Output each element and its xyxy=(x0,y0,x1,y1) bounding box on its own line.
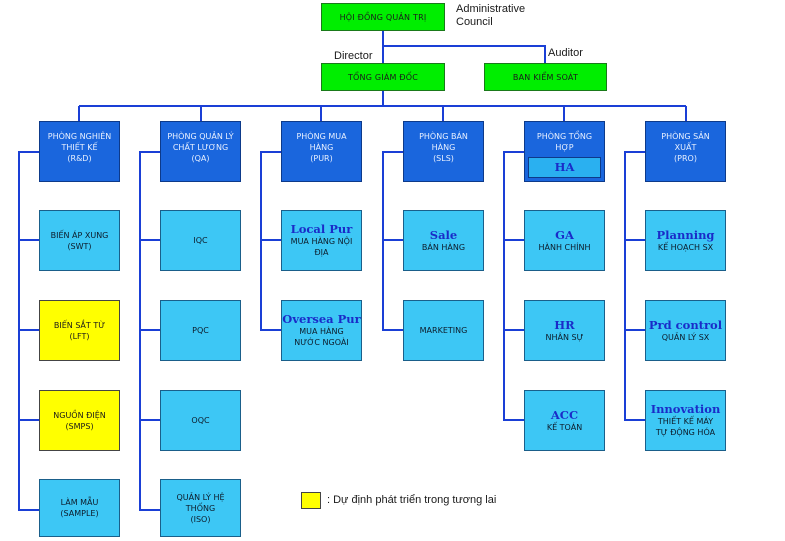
audit-board-label: BAN KIỂM SOÁT xyxy=(512,72,579,82)
local-pur-en: Local Pur xyxy=(290,222,353,236)
oversea-pur-en: Oversea Pur xyxy=(282,312,361,326)
ceo-box: TỔNG GIÁM ĐỐC xyxy=(321,63,445,91)
council-english-label: Administrative Council xyxy=(456,3,526,28)
council-box: HỘI ĐỒNG QUẢN TRỊ xyxy=(321,3,445,31)
planning-en: Planning xyxy=(656,227,715,242)
unit-marketing: MARKETING xyxy=(403,300,484,361)
unit-ga: GA HÀNH CHÍNH xyxy=(524,210,605,271)
council-label: HỘI ĐỒNG QUẢN TRỊ xyxy=(339,12,427,22)
dept-sls: PHÒNG BÁN HÀNG (SLS) xyxy=(403,121,484,182)
ga-en: GA xyxy=(555,227,574,242)
unit-prd-control: Prd control QUẢN LÝ SX xyxy=(645,300,726,361)
unit-local-pur: Local Pur MUA HÀNG NỘI ĐỊA xyxy=(281,210,362,271)
legend-text: : Dự định phát triển trong tương lai xyxy=(327,494,497,506)
unit-planning: Planning KẾ HOẠCH SX xyxy=(645,210,726,271)
audit-board-box: BAN KIỂM SOÁT xyxy=(484,63,607,91)
ceo-label: TỔNG GIÁM ĐỐC xyxy=(347,72,419,82)
unit-sale: Sale BÁN HÀNG xyxy=(403,210,484,271)
ha-tag: HA xyxy=(528,157,601,178)
dept-pur: PHÒNG MUA HÀNG (PUR) xyxy=(281,121,362,182)
dept-ha: PHÒNG TỔNG HỢP HA xyxy=(524,121,605,182)
auditor-label: Auditor xyxy=(548,47,583,59)
unit-lft: BIẾN SẮT TỪ (LFT) xyxy=(39,300,120,361)
unit-pqc: PQC xyxy=(160,300,241,361)
unit-hr: HR NHÂN SỰ xyxy=(524,300,605,361)
dept-qa: PHÒNG QUẢN LÝ CHẤT LƯƠNG (QA) xyxy=(160,121,241,182)
acc-en: ACC xyxy=(550,407,579,422)
dept-rnd: PHÒNG NGHIÊN THIẾT KẾ (R&D) xyxy=(39,121,120,182)
hr-en: HR xyxy=(554,317,575,332)
unit-sample: LÀM MẪU (SAMPLE) xyxy=(39,479,120,537)
unit-oqc: OQC xyxy=(160,390,241,451)
prd-control-en: Prd control xyxy=(648,317,723,332)
unit-iqc: IQC xyxy=(160,210,241,271)
legend-swatch xyxy=(301,492,321,509)
unit-iso: QUẢN LÝ HỆ THỐNG (ISO) xyxy=(160,479,241,537)
sale-en: Sale xyxy=(429,227,458,242)
unit-smps: NGUỒN ĐIỆN (SMPS) xyxy=(39,390,120,451)
unit-oversea-pur: Oversea Pur MUA HÀNG NƯỚC NGOÀI xyxy=(281,300,362,361)
unit-acc: ACC KẾ TOÁN xyxy=(524,390,605,451)
dept-pro: PHÒNG SẢN XUẤT (PRO) xyxy=(645,121,726,182)
unit-swt: BIẾN ÁP XUNG (SWT) xyxy=(39,210,120,271)
director-label: Director xyxy=(334,50,373,62)
innovation-en: Innovation xyxy=(650,402,721,416)
unit-innovation: Innovation THIẾT KẾ MÁY TỰ ĐỘNG HÓA xyxy=(645,390,726,451)
